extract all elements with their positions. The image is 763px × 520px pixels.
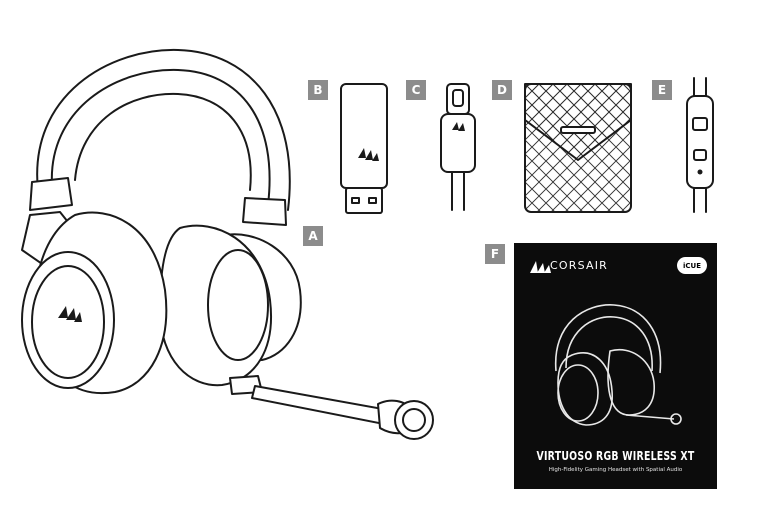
label-f-badge: F (485, 244, 505, 264)
guide-brand: CORSAIR (550, 259, 608, 272)
icue-badge: iCUE (677, 257, 707, 274)
label-b-badge: B (308, 80, 328, 100)
product-title: VIRTUOSO RGB WIRELESS XT (536, 449, 695, 463)
label-e-badge: E (652, 80, 672, 100)
label-c-badge: C (406, 80, 426, 100)
quick-start-guide: CORSAIR iCUE VIRTUOSO RGB WIRELESS XT Hi… (514, 243, 717, 489)
corsair-logo-icon (530, 261, 551, 273)
product-subtitle: High-Fidelity Gaming Headset with Spatia… (548, 467, 683, 473)
guide-headset-icon (555, 304, 682, 426)
label-a-badge: A (303, 226, 323, 246)
label-d-badge: D (492, 80, 512, 100)
